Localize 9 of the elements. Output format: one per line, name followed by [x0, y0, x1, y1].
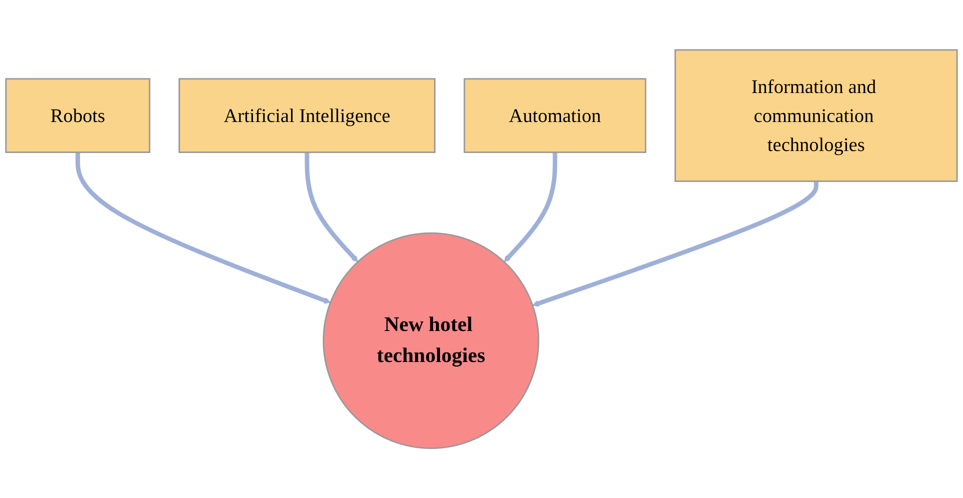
arrow — [532, 181, 818, 307]
node-box: Robots — [5, 78, 150, 153]
node-box: Information and communication technologies — [674, 49, 958, 182]
node-box: Artificial Intelligence — [178, 78, 436, 153]
node-box: Automation — [464, 78, 646, 153]
arrow — [304, 152, 358, 262]
arrow — [504, 152, 558, 262]
node-circle: New hotel technologies — [322, 232, 540, 449]
arrow — [76, 152, 331, 304]
